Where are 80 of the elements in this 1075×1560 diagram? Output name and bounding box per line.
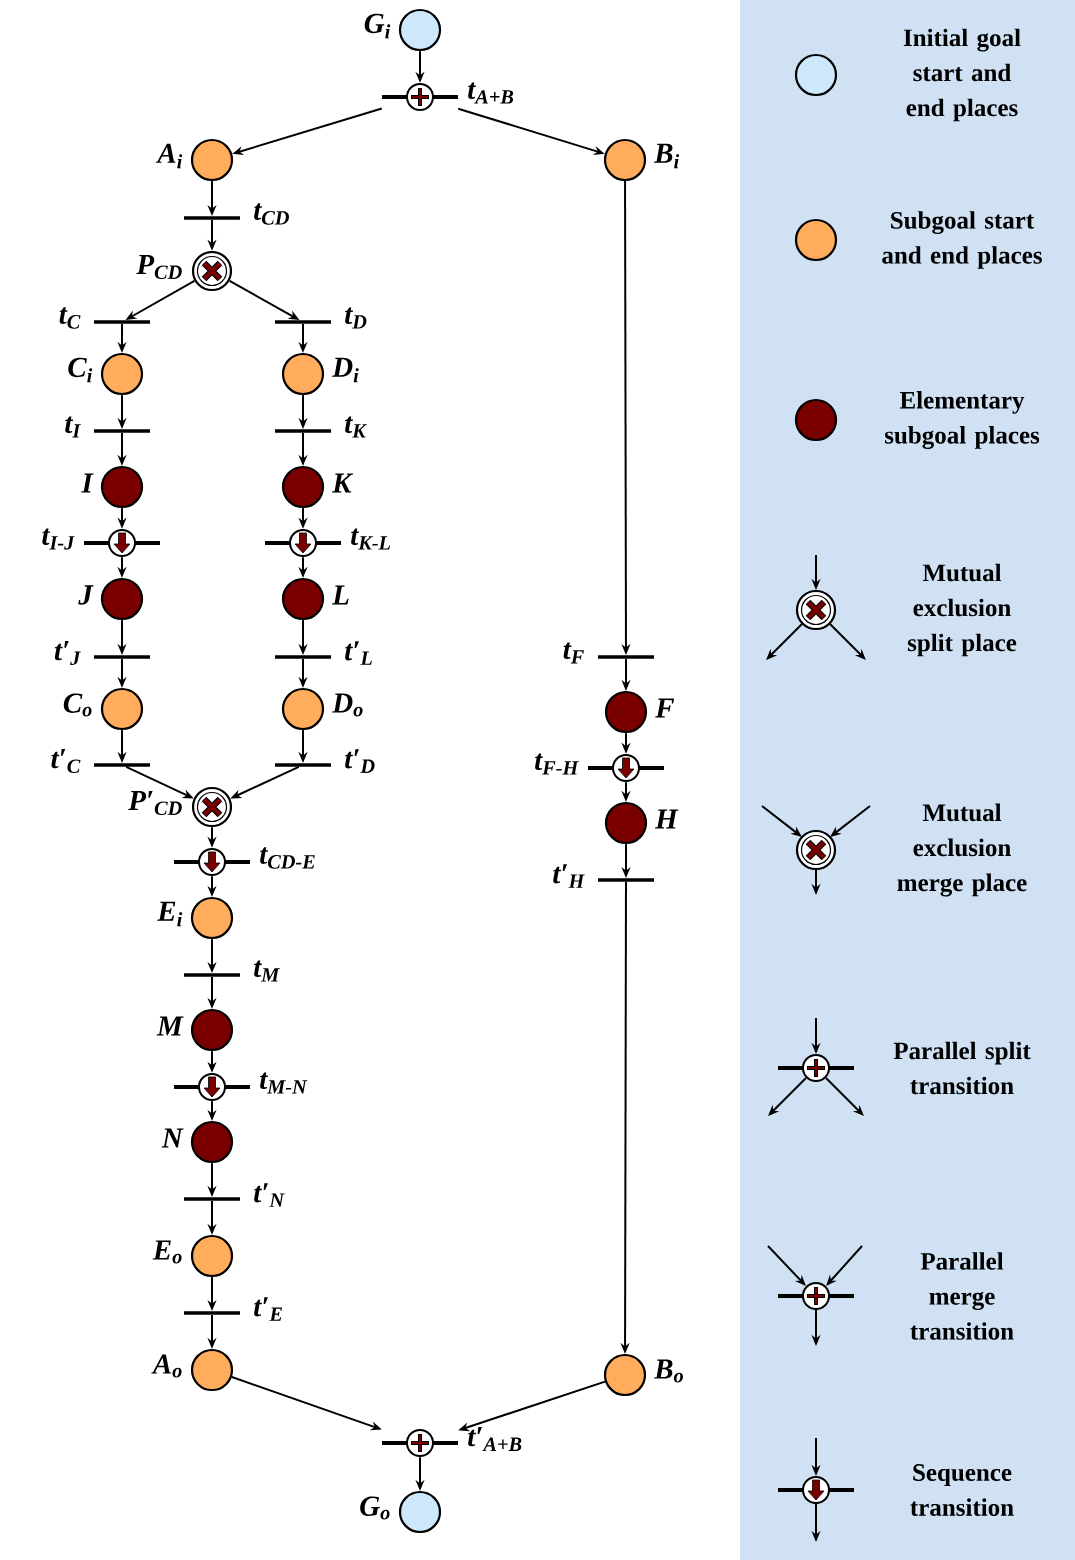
node-label: t$_{A+B}$ xyxy=(468,82,514,104)
place-circle xyxy=(604,801,648,845)
node-label: t$_{D}$ xyxy=(345,307,367,329)
legend-text: Parallel split transition xyxy=(893,1041,1031,1095)
node-label: B$_{o}$ xyxy=(653,1359,683,1383)
legend-text: Mutual exclusion split place xyxy=(907,563,1017,657)
place-circle xyxy=(604,690,648,734)
place-circle xyxy=(398,1490,442,1534)
node-label: t$_{I}$ xyxy=(65,416,81,438)
node-label: t$_{C}$ xyxy=(59,307,81,329)
node-label: t′$_{N}$ xyxy=(254,1183,285,1207)
node-label: B$_{i}$ xyxy=(653,143,680,169)
node-label: E$_{o}$ xyxy=(152,1240,182,1264)
place-circle xyxy=(281,352,325,396)
node-label: t′$_{E}$ xyxy=(254,1297,282,1321)
place-circle xyxy=(398,8,442,52)
node-label: t′$_{L}$ xyxy=(345,641,372,665)
place-circle xyxy=(190,896,234,940)
place-circle xyxy=(603,138,647,182)
transition-symbol xyxy=(174,1073,250,1101)
node-label: t$_{M}$ xyxy=(254,960,280,982)
transition-symbol xyxy=(382,1429,458,1457)
node-label: M xyxy=(156,1016,184,1036)
legend-text: Subgoal start and end places xyxy=(882,211,1042,269)
node-label: A$_{o}$ xyxy=(151,1354,182,1378)
place-circle xyxy=(281,577,325,621)
place-circle xyxy=(100,465,144,509)
place-circle xyxy=(281,465,325,509)
node-label: I xyxy=(81,473,94,493)
transition-symbol xyxy=(174,848,250,876)
node-label: t$_{F}$ xyxy=(563,642,584,664)
place-circle xyxy=(190,1348,234,1392)
node-label: L xyxy=(332,585,349,605)
node-label: t$_{CD-E}$ xyxy=(260,847,315,869)
node-label: t′$_{D}$ xyxy=(345,749,375,773)
node-label: G$_{o}$ xyxy=(360,1496,390,1520)
node-label: G$_{i}$ xyxy=(364,13,391,39)
node-label: H xyxy=(655,809,679,829)
node-label: t$_{CD}$ xyxy=(254,203,289,225)
node-label: C$_{o}$ xyxy=(63,693,92,717)
node-label: F xyxy=(655,698,675,718)
node-label: J xyxy=(78,585,94,605)
node-label: C$_{i}$ xyxy=(68,357,93,383)
node-label: t$_{M-N}$ xyxy=(260,1072,308,1094)
node-label: t′$_{J}$ xyxy=(54,641,81,665)
transition-symbol xyxy=(84,529,160,557)
legend-text: Sequence transition xyxy=(910,1464,1014,1516)
place-circle xyxy=(190,138,234,182)
legend-text: Parallel merge transition xyxy=(910,1252,1014,1340)
node-label: t′$_{A+B}$ xyxy=(468,1427,522,1451)
node-label: N xyxy=(161,1128,184,1148)
node-label: D$_{i}$ xyxy=(332,357,359,383)
place-circle xyxy=(100,687,144,731)
place-circle xyxy=(281,687,325,731)
node-label: A$_{i}$ xyxy=(155,143,183,169)
transition-symbol xyxy=(382,83,458,111)
node-label: t′$_{C}$ xyxy=(51,749,81,774)
exclusion-place xyxy=(191,250,233,292)
node-label: t$_{K}$ xyxy=(345,416,367,438)
node-label: E$_{i}$ xyxy=(157,901,183,927)
node-label: t$_{K-L}$ xyxy=(351,528,391,550)
transition-symbol xyxy=(265,529,341,557)
node-label: P′$_{CD}$ xyxy=(128,791,182,816)
node-label: t′$_{H}$ xyxy=(553,864,585,888)
place-circle xyxy=(190,1234,234,1278)
place-circle xyxy=(190,1008,234,1052)
legend-text: Mutual exclusion merge place xyxy=(897,803,1027,897)
node-label: K xyxy=(332,473,354,493)
node-label: P$_{CD}$ xyxy=(136,255,182,280)
legend-text: Initial goal start and end places xyxy=(903,28,1021,122)
node-label: t$_{I-J}$ xyxy=(42,528,75,550)
place-circle xyxy=(603,1353,647,1397)
exclusion-place xyxy=(191,786,233,828)
legend-text: Elementary subgoal places xyxy=(884,391,1040,449)
place-circle xyxy=(100,577,144,621)
place-circle xyxy=(100,352,144,396)
place-circle xyxy=(190,1120,234,1164)
node-label: t$_{F-H}$ xyxy=(535,753,579,775)
node-label: D$_{o}$ xyxy=(332,693,363,717)
transition-symbol xyxy=(588,754,664,782)
